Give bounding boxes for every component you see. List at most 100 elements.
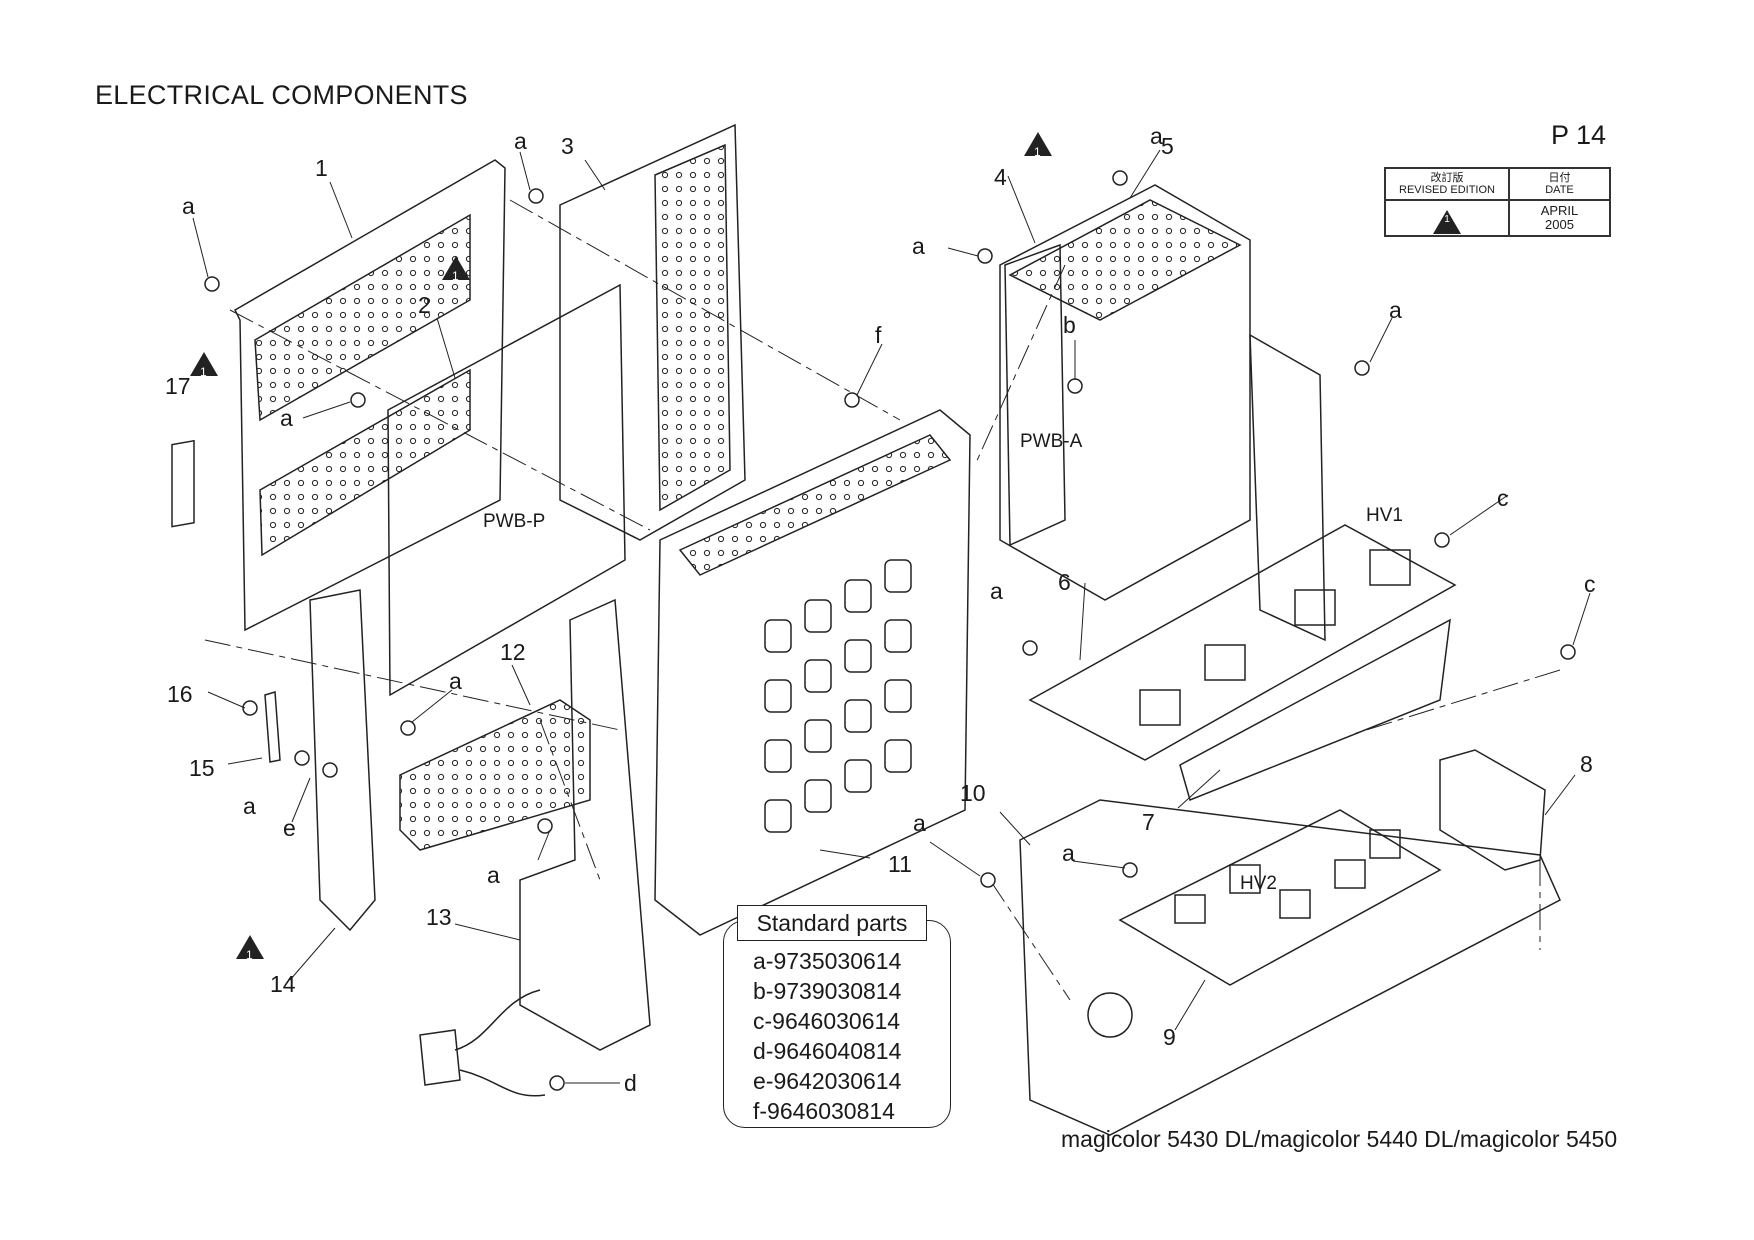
callout-part-13: 13: [426, 904, 452, 930]
screw-a-4: [1112, 170, 1128, 186]
part-11-cutouts: [764, 559, 912, 833]
screw-16: [242, 700, 258, 716]
revision-mark-digit: 1: [200, 365, 207, 379]
screw-a-5: [977, 248, 993, 264]
standard-part-item: a-9735030614: [753, 948, 902, 974]
screw-c-2: [1560, 644, 1576, 660]
callout-screw-a: a: [1150, 123, 1163, 149]
part-11-top-perforation: [678, 434, 952, 576]
revision-triangle-icon: [1024, 132, 1052, 156]
callout-part-14: 14: [270, 971, 296, 997]
part-15-clip: [264, 691, 281, 763]
revision-triangle-icon: [190, 352, 218, 376]
screw-a-6: [1354, 360, 1370, 376]
callout-screw-c: c: [1584, 571, 1596, 597]
callout-part-12: 12: [500, 639, 526, 665]
page-title: ELECTRICAL COMPONENTS: [95, 80, 468, 110]
callout-screw-b: b: [1063, 312, 1076, 338]
callout-part-1: 1: [315, 155, 328, 181]
part-7-insulation-sheet: [1179, 618, 1451, 802]
screw-a-11: [980, 872, 996, 888]
screw-a-9: [294, 750, 310, 766]
hv2-components: [1174, 829, 1401, 924]
screw-d: [549, 1075, 565, 1091]
right-side-plate: [1249, 333, 1326, 642]
callout-screw-c: c: [1497, 485, 1509, 511]
standard-part-item: c-9646030614: [753, 1008, 901, 1034]
callout-screw-a: a: [487, 862, 500, 888]
callout-part-8: 8: [1580, 751, 1593, 777]
callout-part-15: 15: [189, 755, 215, 781]
part-5-top-perforation: [1008, 199, 1242, 321]
callout-screw-a: a: [913, 810, 926, 836]
part-13-plate: [519, 598, 651, 1051]
screw-a-3: [350, 392, 366, 408]
revision-markers: [190, 132, 1461, 959]
screw-a-7: [1022, 640, 1038, 656]
revision-triangle-icon: [236, 935, 264, 959]
part-5-upper-frame: [999, 184, 1251, 601]
callout-screw-a: a: [912, 233, 925, 259]
label-hv1: HV1: [1366, 505, 1403, 526]
part-9-hv2-board: [1118, 809, 1442, 986]
part-1-perforation-lower: [259, 368, 471, 557]
screw-a-1: [204, 276, 220, 292]
callout-part-17: 17: [165, 373, 191, 399]
label-pwb-p: PWB-P: [483, 511, 546, 532]
callout-part-3: 3: [561, 133, 574, 159]
callout-screw-e: e: [283, 815, 296, 841]
callout-part-16: 16: [167, 681, 193, 707]
screw-b: [1067, 378, 1083, 394]
standard-part-item: d-9646040814: [753, 1038, 902, 1064]
callout-part-5: 5: [1161, 133, 1174, 159]
revision-triangle-icon: [1433, 210, 1461, 234]
callout-screw-a: a: [1389, 297, 1402, 323]
standard-parts-heading: Standard parts: [737, 905, 927, 941]
part-12-tray: [399, 699, 591, 851]
revision-mark-digit: 1: [452, 269, 459, 283]
part-17-connector: [171, 439, 195, 528]
callout-part-2: 2: [418, 292, 431, 318]
part-11-main-frame: [654, 409, 971, 936]
hv1-transformers: [1139, 549, 1411, 726]
callout-screw-a: a: [514, 128, 527, 154]
callout-screw-a: a: [280, 405, 293, 431]
screw-f: [844, 392, 860, 408]
revision-triangle-icon: [442, 256, 470, 280]
part-2-pwb-p-board: [387, 283, 626, 697]
part-4-pwb-a-board: [1004, 243, 1066, 547]
callout-part-9: 9: [1163, 1024, 1176, 1050]
callout-part-6: 6: [1058, 569, 1071, 595]
callout-screw-d: d: [624, 1070, 637, 1096]
standard-parts-list: a-9735030614 b-9739030814 c-9646030614 d…: [753, 946, 901, 1126]
part-3-perforation: [654, 143, 731, 512]
part-3-side-plate: [559, 123, 746, 541]
callout-part-11: 11: [888, 851, 912, 877]
revision-mark: 1: [1444, 214, 1450, 225]
page-number: P 14: [1551, 120, 1607, 150]
callout-screw-f: f: [875, 322, 882, 348]
callout-part-4: 4: [994, 164, 1007, 190]
part-1-perforation: [254, 213, 471, 422]
callout-part-7: 7: [1142, 809, 1155, 835]
screw-e: [322, 762, 338, 778]
standard-part-item: b-9739030814: [753, 978, 902, 1004]
callout-screw-a: a: [1062, 840, 1075, 866]
revision-mark-digit: 1: [1034, 145, 1041, 159]
screw-a-10: [537, 818, 553, 834]
callout-screw-a: a: [449, 668, 462, 694]
leader-lines: [192, 149, 1591, 1084]
screw-a-2: [528, 188, 544, 204]
revision-mark-digit: 1: [246, 948, 253, 962]
screw-a-8: [400, 720, 416, 736]
base-round-hole: [1087, 992, 1133, 1038]
label-hv2: HV2: [1240, 873, 1277, 894]
callout-part-10: 10: [960, 780, 986, 806]
part-1-cover-panel: [234, 159, 506, 632]
label-pwb-a: PWB-A: [1020, 431, 1083, 452]
callout-screw-a: a: [182, 193, 195, 219]
